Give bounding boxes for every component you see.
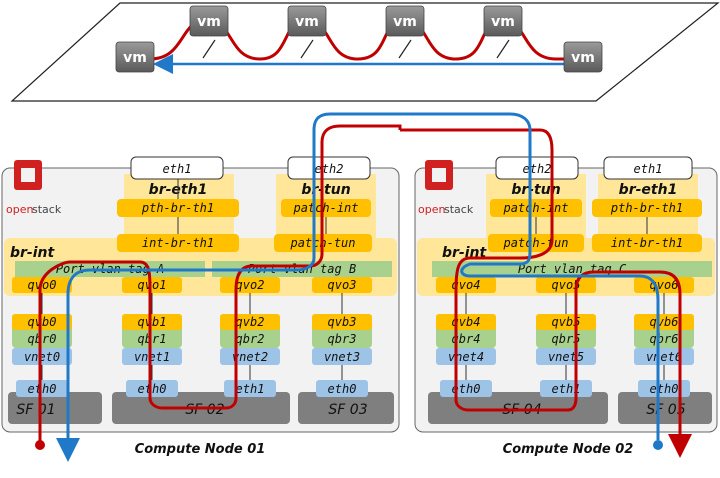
vm-icon: vm — [563, 41, 603, 73]
openstack-text-open: open — [418, 203, 445, 216]
caption-node2: Compute Node 02 — [503, 442, 634, 457]
qvb-port: qvb0 — [28, 315, 57, 329]
openstack-text-stack: stack — [444, 203, 474, 216]
svg-text:pth-br-th1: pth-br-th1 — [610, 201, 683, 215]
qvb-port: qvb6 — [650, 315, 679, 329]
red-flow-start-dot — [35, 440, 45, 450]
qvo-port: qvo3 — [328, 278, 357, 292]
eth2-box-node1 — [287, 156, 371, 180]
eth2-box-node2 — [495, 156, 579, 180]
eth1-label: eth1 — [163, 162, 192, 176]
eth1-box-node1 — [130, 156, 224, 180]
port-stack: qvo3 qvb3 qbr3 vnet3 eth0 — [312, 277, 372, 397]
qbr-bridge: qbr4 — [452, 332, 481, 346]
openstack-text-open: open — [6, 203, 33, 216]
sf-base: SF 03 — [298, 392, 394, 424]
vm-label: vm — [123, 50, 147, 66]
qbr-bridge: qbr0 — [28, 332, 57, 346]
svg-text:pth-br-th1: pth-br-th1 — [141, 201, 214, 215]
red-flow-node2 — [400, 128, 692, 458]
svg-text:patch-int: patch-int — [292, 201, 358, 215]
vm-icon: vm — [385, 5, 425, 37]
blue-flow-start-dot — [653, 440, 663, 450]
qvb-port: qvb5 — [552, 315, 581, 329]
svg-text:int-br-th1: int-br-th1 — [142, 236, 214, 250]
qvo-port: qvo2 — [236, 278, 265, 292]
qvo-port: qvo1 — [138, 278, 167, 292]
sf-label: SF 02 — [185, 402, 224, 418]
sf-label: SF 03 — [328, 402, 367, 418]
vnet-port: vnet1 — [134, 350, 170, 364]
svg-text:Port vlan tag C: Port vlan tag C — [518, 262, 627, 276]
blue-flow — [56, 112, 660, 462]
eth1-box-node2 — [603, 156, 693, 180]
caption-node1: Compute Node 01 — [135, 442, 266, 457]
qbr-bridge: qbr5 — [552, 332, 581, 346]
vm-label: vm — [295, 14, 319, 30]
vm-label: vm — [491, 14, 515, 30]
vm-eth-port: eth0 — [28, 382, 57, 396]
br-tun-label: br-tun — [511, 182, 560, 198]
sf-label: SF 01 — [16, 402, 55, 418]
eth1-label: eth1 — [634, 162, 663, 176]
svg-text:int-br-th1: int-br-th1 — [611, 236, 683, 250]
bridge-stubs — [177, 179, 648, 234]
vm-eth-port: eth0 — [452, 382, 481, 396]
port-stack: qvo1 qvb1 qbr1 vnet1 eth0 — [122, 277, 182, 397]
top-vm-stems — [202, 39, 510, 59]
vm-label: vm — [197, 14, 221, 30]
br-tun-label: br-tun — [301, 182, 350, 198]
qvb-port: qvb1 — [138, 315, 167, 329]
vnet-port: vnet4 — [448, 350, 484, 364]
port-stacks: qvo0qvb0qbr0vnet0eth0qvo1qvb1qbr1vnet1et… — [12, 277, 694, 397]
vm-label: vm — [393, 14, 417, 30]
red-flow-node1 — [38, 124, 402, 445]
vm-label: vm — [571, 50, 595, 66]
qvo-port: qvo4 — [452, 278, 481, 292]
vnet-port: vnet0 — [24, 350, 60, 364]
qvb-port: qvb2 — [236, 315, 265, 329]
vm-eth-port: eth0 — [138, 382, 167, 396]
svg-text:patch-tun: patch-tun — [502, 236, 568, 250]
qbr-bridge: qbr1 — [138, 332, 167, 346]
openstack-text-stack: stack — [32, 203, 62, 216]
sf-base: SF 05 — [618, 392, 712, 424]
sf-label: SF 05 — [646, 402, 685, 418]
vm-eth-port: eth1 — [236, 382, 265, 396]
top-vm-icons: vm vm vm vm vm vm — [115, 5, 603, 73]
vm-eth-port: eth0 — [650, 382, 679, 396]
vnet-port: vnet6 — [646, 350, 682, 364]
vm-icon: vm — [189, 5, 229, 37]
vm-eth-port: eth1 — [552, 382, 581, 396]
openstack-logo-node1: open stack — [6, 160, 62, 216]
vnet-port: vnet5 — [548, 350, 584, 364]
br-eth1-label: br-eth1 — [619, 182, 678, 198]
vnet-port: vnet3 — [324, 350, 360, 364]
svg-text:patch-int: patch-int — [502, 201, 568, 215]
qvo-port: qvo5 — [552, 278, 581, 292]
qbr-bridge: qbr2 — [236, 332, 265, 346]
qbr-bridge: qbr3 — [328, 332, 357, 346]
eth2-label: eth2 — [315, 162, 344, 176]
vm-icon: vm — [115, 41, 155, 73]
port-stack: qvo5 qvb5 qbr5 vnet5 eth1 — [536, 277, 596, 397]
qvb-port: qvb3 — [328, 315, 357, 329]
openstack-logo-node2: open stack — [418, 160, 474, 216]
vnet-port: vnet2 — [232, 350, 268, 364]
br-int-label: br-int — [10, 245, 56, 261]
qvb-port: qvb4 — [452, 315, 481, 329]
vm-icon: vm — [287, 5, 327, 37]
qbr-bridge: qbr6 — [650, 332, 679, 346]
sf-base: SF 01 — [8, 392, 102, 424]
vm-icon: vm — [483, 5, 523, 37]
eth2-label: eth2 — [523, 162, 552, 176]
vm-eth-port: eth0 — [328, 382, 357, 396]
